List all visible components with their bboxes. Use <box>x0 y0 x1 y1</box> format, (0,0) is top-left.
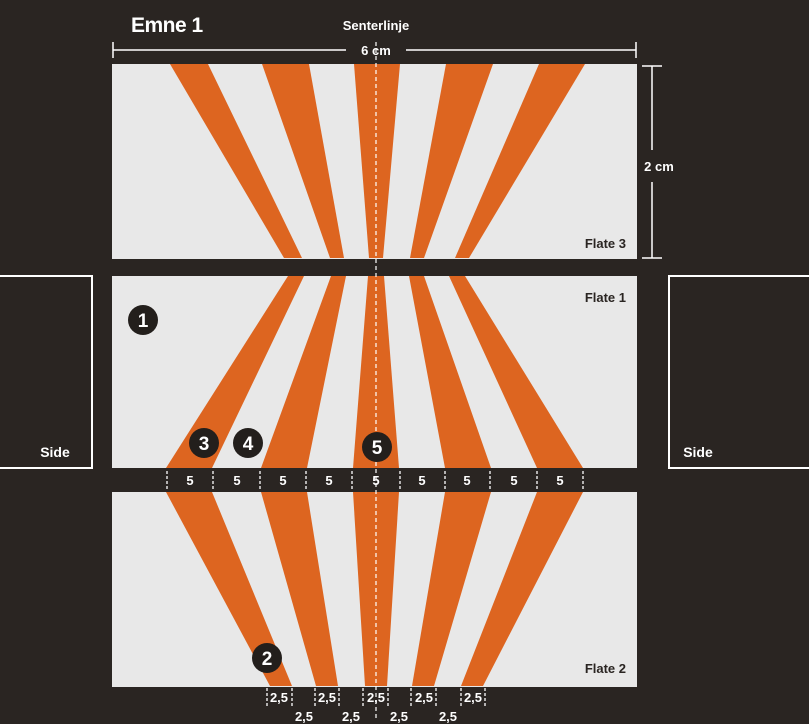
spacing-label: 5 <box>418 473 425 488</box>
stripe <box>410 64 493 258</box>
spacing-label: 2,5 <box>295 709 313 724</box>
marker-4-label: 4 <box>243 434 254 455</box>
marker-3-label: 3 <box>199 434 210 455</box>
height-dimension <box>642 65 662 259</box>
wide-spacing-ticks <box>166 471 584 491</box>
stripe <box>166 276 304 468</box>
spacing-label: 2,5 <box>439 709 457 724</box>
wide-spacing-labels: 5 5 5 5 5 5 5 5 5 <box>186 473 563 488</box>
spacing-label: 5 <box>463 473 470 488</box>
stripe <box>412 492 491 686</box>
marker-4: 4 <box>233 428 263 458</box>
stripe <box>170 64 302 258</box>
marker-5: 5 <box>362 432 392 462</box>
spacing-label: 5 <box>279 473 286 488</box>
marker-3: 3 <box>189 428 219 458</box>
width-label: 6 cm <box>361 43 391 58</box>
marker-1: 1 <box>128 305 158 335</box>
spacing-label: 5 <box>556 473 563 488</box>
centerline-label: Senterlinje <box>343 18 409 33</box>
spacing-label: 5 <box>372 473 379 488</box>
width-dimension <box>112 42 637 58</box>
narrow-spacing-ticks <box>266 688 486 708</box>
narrow-spacing-labels-bottom: 2,5 2,5 2,5 2,5 <box>295 709 457 724</box>
spacing-label: 2,5 <box>342 709 360 724</box>
stripes-flate3 <box>170 64 585 258</box>
spacing-label: 5 <box>325 473 332 488</box>
marker-2-label: 2 <box>262 649 273 670</box>
stripe <box>449 276 583 468</box>
face-label-flate2: Flate 2 <box>585 661 626 676</box>
stripe <box>354 64 400 258</box>
spacing-label: 2,5 <box>367 690 385 705</box>
face-label-flate1: Flate 1 <box>585 290 626 305</box>
stripe <box>166 492 292 686</box>
spacing-label: 2,5 <box>270 690 288 705</box>
height-label: 2 cm <box>644 159 674 174</box>
spacing-label: 5 <box>233 473 240 488</box>
narrow-spacing-labels-top: 2,5 2,5 2,5 2,5 2,5 <box>270 690 482 705</box>
stripes-flate2 <box>166 492 583 686</box>
side-panel-left <box>0 275 93 469</box>
stripe <box>261 276 346 468</box>
side-panel-right <box>668 275 809 469</box>
marker-2: 2 <box>252 643 282 673</box>
face-label-flate3: Flate 3 <box>585 236 626 251</box>
spacing-label: 5 <box>510 473 517 488</box>
side-label-left: Side <box>40 444 70 460</box>
stripe <box>261 492 338 686</box>
marker-5-label: 5 <box>372 438 383 459</box>
spacing-label: 2,5 <box>390 709 408 724</box>
marker-1-label: 1 <box>138 311 149 332</box>
spacing-label: 2,5 <box>464 690 482 705</box>
spacing-label: 5 <box>186 473 193 488</box>
spacing-label: 2,5 <box>318 690 336 705</box>
spacing-label: 2,5 <box>415 690 433 705</box>
title: Emne 1 <box>131 14 204 37</box>
stripe <box>455 64 585 258</box>
stripe <box>461 492 583 686</box>
side-label-right: Side <box>683 444 713 460</box>
stripe <box>409 276 491 468</box>
stripe <box>262 64 344 258</box>
